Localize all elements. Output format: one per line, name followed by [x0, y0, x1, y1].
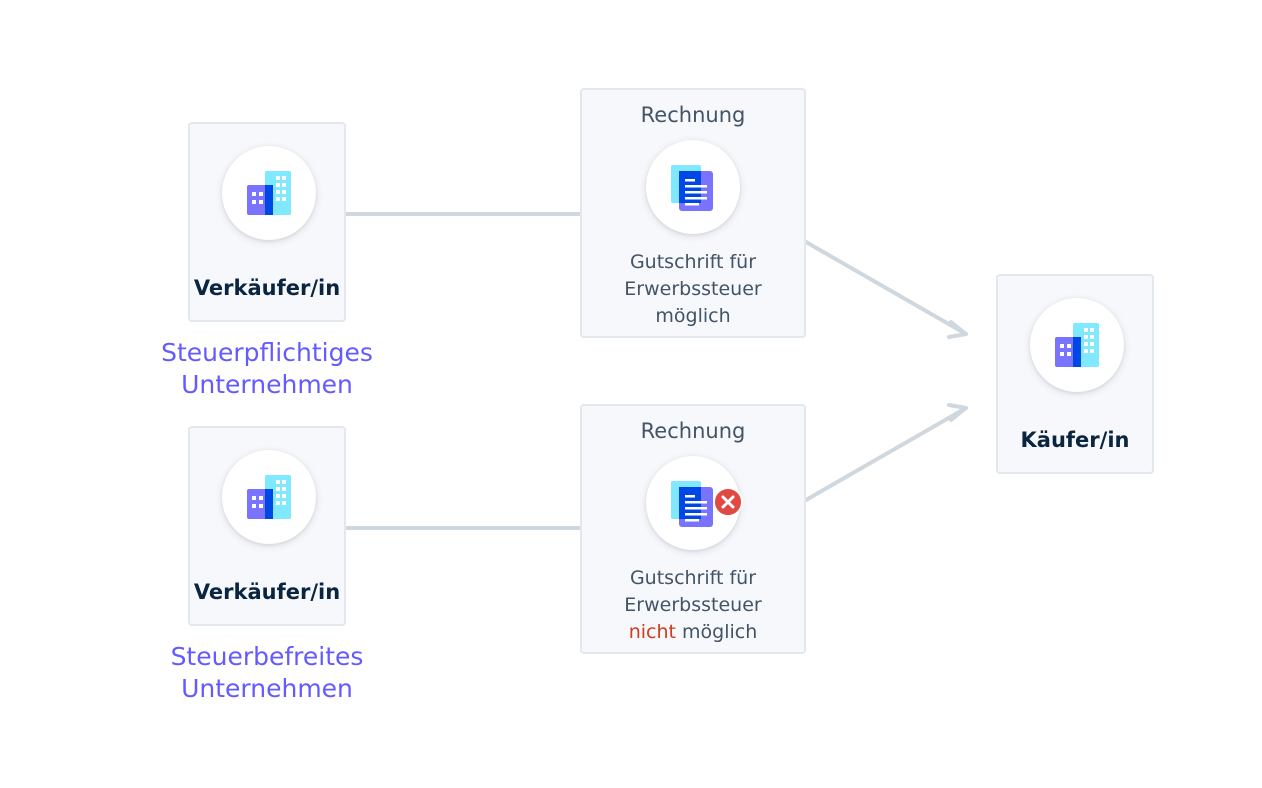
- seller-caption-taxable: Steuerpflichtiges Unternehmen: [161, 338, 373, 399]
- seller-icon-circle: [222, 146, 316, 240]
- buyer-label: Käufer/in: [1020, 428, 1130, 452]
- seller-card-taxable: Verkäufer/in: [188, 122, 346, 322]
- invoice-title: Rechnung: [640, 103, 746, 127]
- buyer-icon-circle: [1030, 298, 1124, 392]
- connector-invoice2-to-buyer: [804, 406, 968, 502]
- seller-label: Verkäufer/in: [193, 580, 341, 604]
- seller-caption-exempt: Steuerbefreites Unternehmen: [170, 642, 364, 703]
- document-icon: [671, 481, 713, 527]
- invoice-card-denied: Rechnung Gutschrift für Erwerbssteuer ni…: [580, 404, 806, 654]
- invoice-title: Rechnung: [640, 419, 746, 443]
- arrowhead-bottom: [947, 403, 968, 422]
- document-icon: [671, 165, 713, 211]
- error-x-icon: [713, 487, 743, 517]
- building-icon: [247, 475, 291, 519]
- seller-icon-circle: [222, 450, 316, 544]
- arrowhead-top: [947, 320, 968, 339]
- invoice-description: Gutschrift für Erwerbssteuer möglich: [624, 251, 762, 327]
- invoice-icon-circle: [646, 456, 743, 550]
- negation-text: nicht: [628, 621, 676, 643]
- invoice-description: Gutschrift für Erwerbssteuer nicht mögli…: [624, 567, 762, 643]
- invoice-icon-circle: [646, 140, 740, 234]
- seller-card-exempt: Verkäufer/in: [188, 426, 346, 626]
- building-icon: [247, 171, 291, 215]
- connector-invoice1-to-buyer: [804, 240, 968, 336]
- building-icon: [1055, 323, 1099, 367]
- buyer-card: Käufer/in: [996, 274, 1154, 474]
- invoice-card-allowed: Rechnung Gutschrift für Erwerbssteuer mö…: [580, 88, 806, 338]
- seller-label: Verkäufer/in: [193, 276, 341, 300]
